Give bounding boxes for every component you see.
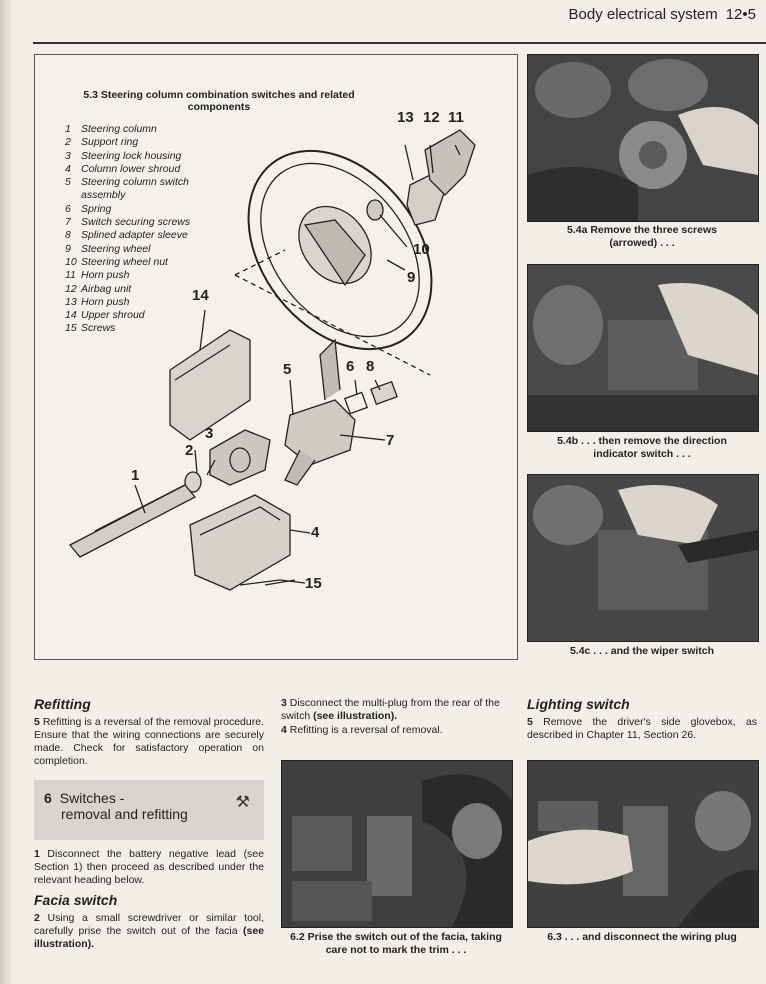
photo-5-4b [527,264,759,432]
caption-6-2: 6.2 Prise the switch out of the facia, t… [290,931,502,956]
col2-paragraph-3: 3 Disconnect the multi-plug from the rea… [281,697,500,722]
upper-shroud-drawing [169,329,251,441]
difficulty-rating-icon: ⚒ [235,794,250,811]
callout-10: 10 [413,241,430,258]
header-rule [33,42,766,44]
lighting-switch-paragraph: 5 Remove the driver's side glovebox, as … [527,716,757,741]
callout-3: 3 [205,425,214,442]
callout-12: 12 [423,109,440,126]
callout-8: 8 [366,358,375,375]
callout-7: 7 [386,432,395,449]
callout-9: 9 [407,269,416,286]
support-ring-drawing [184,471,202,493]
horn-push-drawing [424,129,476,196]
callout-2: 2 [185,442,194,459]
callout-11: 11 [448,109,464,126]
callout-15: 15 [305,575,322,592]
refitting-heading: Refitting [34,696,91,712]
steering-wheel-nut-drawing [366,199,384,221]
callout-5: 5 [283,361,292,378]
lower-shroud-drawing [189,494,291,591]
exploded-view-drawing [68,129,476,591]
photo-6-3 [527,760,759,928]
diagram-title: 5.3 Steering column combination switches… [83,89,355,113]
caption-5-4a: 5.4a Remove the three screws(arrowed) . … [567,224,717,249]
section-6-paragraph-1: 1 Disconnect the battery negative lead (… [34,848,264,886]
lighting-switch-heading: Lighting switch [527,696,630,712]
caption-6-3: 6.3 . . . and disconnect the wiring plug [547,931,737,943]
photo-6-2 [281,760,513,928]
legend-item-continuation: assembly [81,189,126,202]
lock-housing-drawing [209,429,271,486]
callout-1: 1 [131,467,140,484]
page-edge-shadow [0,0,14,984]
callout-13: 13 [397,109,414,126]
callout-6: 6 [346,358,355,375]
facia-switch-heading: Facia switch [34,892,118,908]
refitting-paragraph: 5 Refitting is a reversal of the removal… [34,716,264,767]
caption-5-4c: 5.4c . . . and the wiper switch [569,645,715,657]
photo-5-4a [527,54,759,222]
switch-assembly-drawing [284,399,356,466]
header-title: Body electrical system [568,6,718,23]
header-page-number: 12•5 [725,6,756,23]
steering-column-diagram: 5.3 Steering column combination switches… [34,54,518,660]
col2-paragraph-4: 4 Refitting is a reversal of removal. [281,724,443,736]
steering-column-drawing [68,484,197,558]
callout-4: 4 [311,524,320,541]
photo-5-4c [527,474,759,642]
adapter-sleeve-drawing [370,380,398,406]
page-header: Body electrical system 12•5 [569,6,757,23]
facia-switch-paragraph: 2 Using a small screwdriver or similar t… [34,912,264,950]
spring-drawing [343,391,369,415]
callout-14: 14 [192,287,209,304]
